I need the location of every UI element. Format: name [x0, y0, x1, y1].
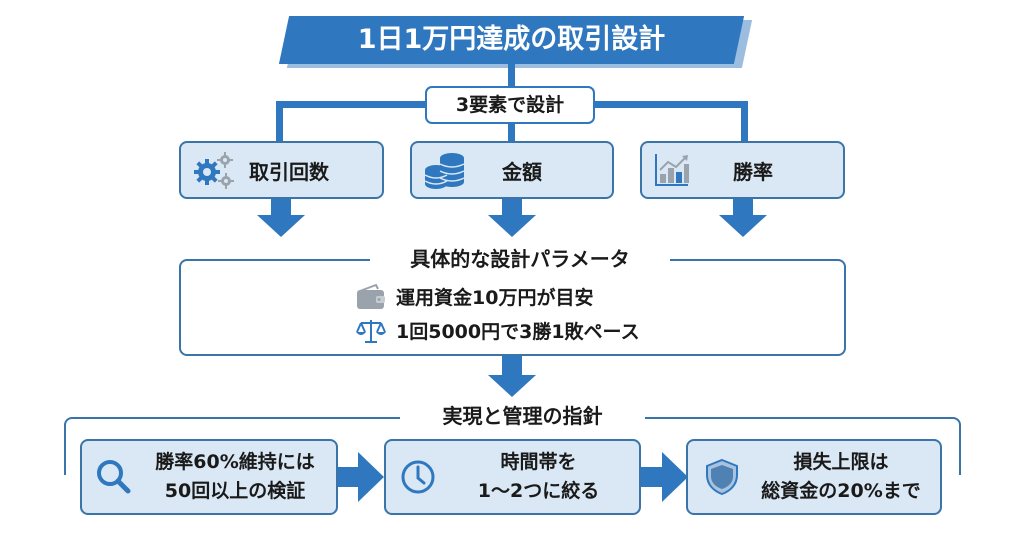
shield-icon [706, 458, 738, 496]
element-box-amount: 金額 [410, 141, 614, 199]
arrow-down-right [719, 215, 767, 237]
guideline-line1-validation: 勝率60%維持には [155, 451, 315, 473]
element-label-win-rate: 勝率 [733, 159, 773, 184]
arrow-shaft-center [502, 199, 522, 215]
arrow-shaft-params [502, 356, 522, 376]
guideline-text-time: 時間帯を 1〜2つに絞る [438, 448, 639, 506]
magnifier-icon [97, 460, 131, 494]
element-label-amount: 金額 [502, 159, 542, 184]
arrow-shaft-guide-2 [641, 467, 665, 487]
connector-title-hub [508, 64, 515, 88]
arrow-right-guide-2 [662, 452, 688, 502]
arrow-down-params [488, 375, 536, 397]
guideline-box-time: 時間帯を 1〜2つに絞る [384, 439, 641, 515]
guideline-line2-time: 1〜2つに絞る [477, 480, 600, 502]
growth-chart-icon [655, 154, 689, 186]
arrow-shaft-left [271, 199, 291, 215]
arrow-shaft-guide-1 [338, 467, 362, 487]
connector-branch-left [276, 101, 426, 108]
arrow-down-center [488, 215, 536, 237]
guideline-line1-loss-limit: 損失上限は [793, 451, 889, 473]
connector-drop-left [276, 101, 283, 143]
element-box-trade-count: 取引回数 [179, 141, 384, 199]
clock-icon [401, 460, 435, 494]
connector-branch-right [594, 101, 748, 108]
parameter-text-capital: 運用資金10万円が目安 [396, 287, 594, 309]
guideline-line2-validation: 50回以上の検証 [164, 480, 306, 502]
coins-icon [424, 153, 465, 189]
design-hub-label: 3要素で設計 [425, 86, 595, 124]
connector-drop-center [508, 123, 515, 143]
balance-scale-icon [356, 319, 386, 343]
wallet-icon [357, 283, 385, 309]
guidelines-title: 実現と管理の指針 [400, 401, 645, 431]
parameter-item-capital: 運用資金10万円が目安 [356, 283, 593, 310]
connector-drop-right [741, 101, 748, 143]
guideline-box-loss-limit: 損失上限は 総資金の20%まで [686, 439, 942, 515]
guideline-line2-loss-limit: 総資金の20%まで [761, 480, 921, 502]
parameter-text-pace: 1回5000円で3勝1敗ペース [396, 321, 640, 343]
guideline-text-loss-limit: 損失上限は 総資金の20%まで [742, 448, 940, 506]
page-title: 1日1万円達成の取引設計 [357, 24, 666, 55]
guideline-text-validation: 勝率60%維持には 50回以上の検証 [134, 448, 336, 506]
guideline-box-validation: 勝率60%維持には 50回以上の検証 [80, 439, 338, 515]
arrow-down-left [257, 215, 305, 237]
parameter-item-pace: 1回5000円で3勝1敗ペース [356, 317, 640, 344]
element-box-win-rate: 勝率 [640, 141, 845, 199]
parameters-title: 具体的な設計パラメータ [370, 244, 670, 274]
guideline-line1-time: 時間帯を [500, 451, 577, 473]
element-label-trade-count: 取引回数 [249, 159, 329, 184]
arrow-right-guide-1 [358, 452, 384, 502]
arrow-shaft-right [733, 199, 753, 215]
gears-icon [194, 152, 234, 189]
parameters-panel [179, 259, 846, 356]
